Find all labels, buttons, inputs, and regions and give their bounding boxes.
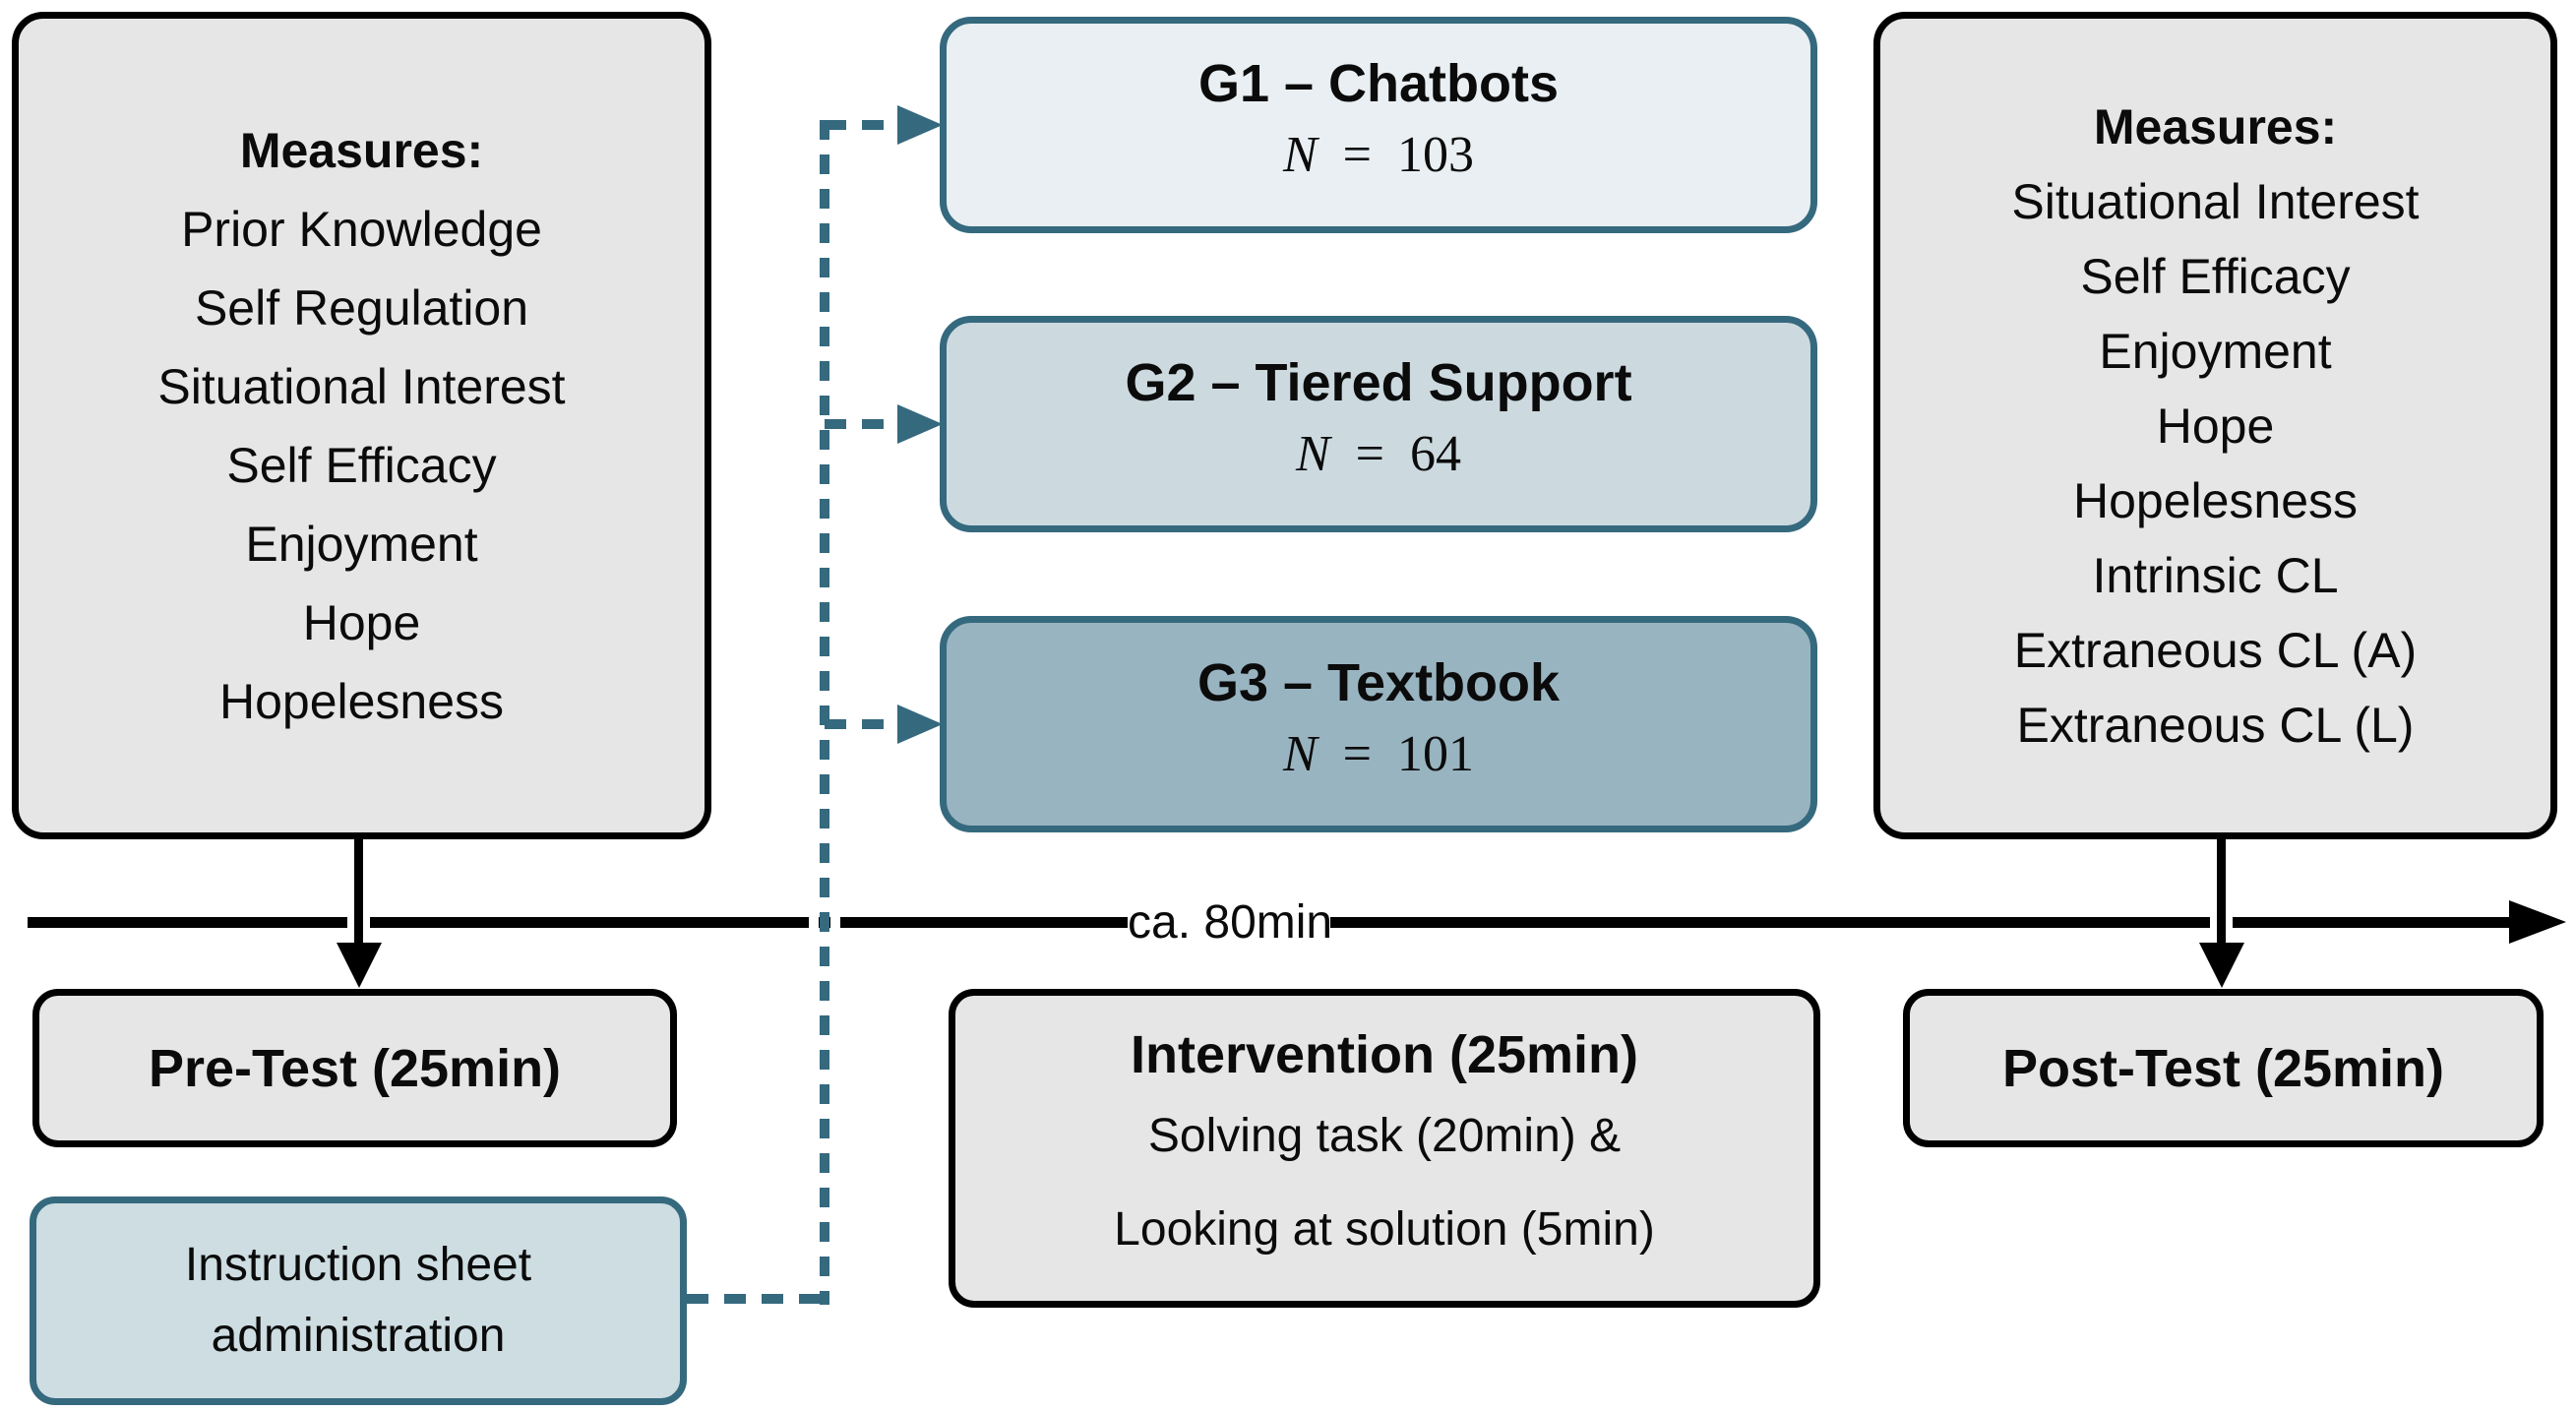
group-title: G1 – Chatbots — [1197, 54, 1560, 113]
measure-item: Hopelesness — [2072, 472, 2359, 528]
group-box-g3: G3 – Textbook N = 101 — [940, 616, 1817, 832]
n-symbol: N — [1295, 426, 1330, 482]
dashed-arrowhead-g3-icon — [897, 705, 943, 744]
timeline-arrowhead-icon — [2509, 900, 2566, 944]
stage-label: Pre-Test (25min) — [148, 1038, 562, 1098]
pretest-box: Pre-Test (25min) — [32, 989, 677, 1147]
instruction-line: Instruction sheet — [184, 1239, 532, 1291]
intervention-detail: Looking at solution (5min) — [1114, 1203, 1655, 1256]
measure-item: Prior Knowledge — [181, 201, 542, 257]
intervention-detail: Solving task (20min) & — [1147, 1110, 1622, 1162]
measure-item: Hope — [302, 594, 421, 650]
intervention-box: Intervention (25min) Solving task (20min… — [949, 989, 1820, 1308]
sample-size: N = 103 — [1283, 114, 1474, 197]
pretest-arrowhead-icon — [337, 943, 382, 988]
equals-sign: = — [1342, 726, 1372, 782]
posttest-arrow-shaft — [2217, 836, 2226, 945]
measure-item: Self Efficacy — [2080, 248, 2351, 304]
sample-size: N = 64 — [1296, 413, 1461, 496]
dashed-connector-to-g1 — [825, 120, 903, 130]
panel-title: Measures: — [2093, 98, 2338, 154]
timeline-line-left — [28, 917, 1128, 928]
panel-title: Measures: — [239, 122, 484, 178]
group-title: G3 – Textbook — [1196, 653, 1561, 712]
measure-item: Enjoyment — [245, 516, 478, 572]
posttest-box: Post-Test (25min) — [1903, 989, 2544, 1147]
measure-item: Extraneous CL (A) — [2013, 622, 2418, 678]
measure-item: Hopelesness — [218, 673, 505, 729]
dashed-connector-to-g3 — [825, 719, 903, 729]
measure-item: Situational Interest — [2011, 173, 2420, 229]
instruction-sheet-box: Instruction sheet administration — [30, 1196, 687, 1405]
group-box-g1: G1 – Chatbots N = 103 — [940, 17, 1817, 233]
n-value: 64 — [1410, 426, 1461, 482]
group-box-g2: G2 – Tiered Support N = 64 — [940, 316, 1817, 532]
measure-item: Self Regulation — [194, 279, 529, 336]
pretest-arrow-shaft — [354, 836, 363, 945]
n-symbol: N — [1282, 127, 1318, 183]
equals-sign: = — [1342, 127, 1372, 183]
n-value: 101 — [1397, 726, 1474, 782]
dashed-connector-to-g2 — [825, 419, 903, 429]
measure-item: Extraneous CL (L) — [2016, 697, 2415, 753]
equals-sign: = — [1355, 426, 1384, 482]
measure-item: Self Efficacy — [226, 437, 497, 493]
timeline-line-right — [1330, 917, 2511, 928]
instruction-line: administration — [211, 1310, 506, 1362]
measure-item: Enjoyment — [2099, 323, 2332, 379]
posttest-arrowhead-icon — [2199, 943, 2244, 988]
measure-item: Hope — [2156, 398, 2275, 454]
timeline-duration-label: ca. 80min — [1128, 896, 1333, 949]
dashed-connector-vertical — [820, 120, 829, 1305]
n-symbol: N — [1282, 726, 1318, 782]
measure-item: Situational Interest — [157, 358, 566, 414]
stage-label: Intervention (25min) — [1130, 1025, 1639, 1084]
measure-item: Intrinsic CL — [2092, 547, 2339, 603]
post-measures-panel: Measures: Situational Interest Self Effi… — [1873, 12, 2557, 839]
dashed-connector-instruction — [687, 1294, 825, 1304]
sample-size: N = 101 — [1283, 713, 1474, 796]
group-title: G2 – Tiered Support — [1125, 353, 1632, 412]
stage-label: Post-Test (25min) — [2001, 1038, 2445, 1098]
dashed-arrowhead-g1-icon — [897, 105, 943, 145]
n-value: 103 — [1397, 127, 1474, 183]
pre-measures-panel: Measures: Prior Knowledge Self Regulatio… — [12, 12, 711, 839]
dashed-arrowhead-g2-icon — [897, 404, 943, 444]
